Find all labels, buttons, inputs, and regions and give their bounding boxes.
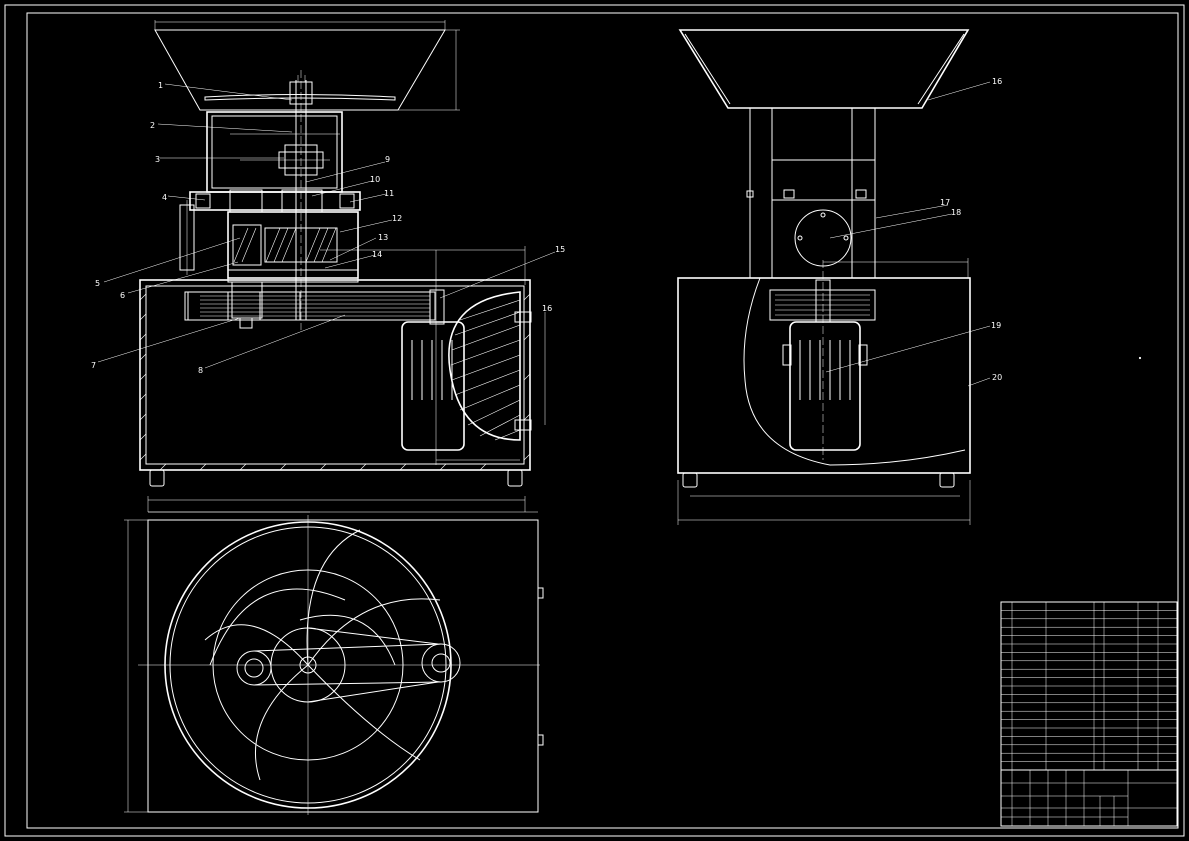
label-8: 8 [198,366,203,375]
fan-shroud [448,291,521,441]
label-13: 13 [378,233,388,242]
label-20: 20 [992,373,1002,382]
side-motor [789,321,861,451]
label-7: 7 [91,361,96,370]
label-6: 6 [120,291,125,300]
top-view [124,511,544,815]
drive-belt [184,291,436,321]
label-3: 3 [155,155,160,164]
side-hopper [678,29,970,109]
label-5: 5 [95,279,100,288]
side-view: 16 17 18 19 20 [677,29,1002,525]
side-cabinet [677,277,971,474]
label-11: 11 [384,189,394,198]
base-flange [189,191,361,211]
side-inspection-disc [794,209,852,267]
label-2: 2 [150,121,155,130]
top-view-frame [147,519,539,813]
label-19: 19 [991,321,1001,330]
outer-frame [4,4,1185,837]
title-block [1000,769,1178,827]
inner-frame [26,12,1179,829]
label-1: 1 [158,81,163,90]
front-section-view: 1 2 3 4 5 6 7 8 9 10 11 12 13 14 15 16 [91,20,565,512]
label-14: 14 [372,250,382,259]
label-18: 18 [951,208,961,217]
label-10: 10 [370,175,380,184]
label-12: 12 [392,214,402,223]
front-cabinet [139,279,531,471]
parts-list-table [1000,601,1178,827]
label-17: 17 [940,198,950,207]
label-15: 15 [555,245,565,254]
front-motor [401,321,465,451]
label-16: 16 [992,77,1002,86]
label-4: 4 [162,193,167,202]
label-9: 9 [385,155,390,164]
grinding-chamber [227,211,359,279]
label-16-front: 16 [542,304,552,313]
